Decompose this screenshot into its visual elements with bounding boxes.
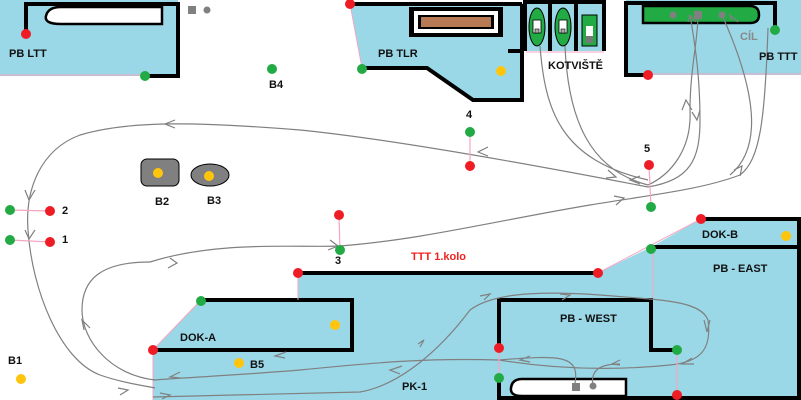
signal-stop[interactable] [643, 70, 653, 80]
area-label-cil: CÍL [740, 30, 758, 43]
area-label-dok-a: DOK-A [180, 332, 216, 344]
buoy-b3-icon[interactable] [204, 171, 214, 181]
area-label-pb-east: PB - EAST [713, 263, 768, 275]
gate-3-line [338, 214, 341, 251]
boat-1[interactable] [528, 7, 546, 47]
area-boundary [349, 3, 363, 69]
signal-stop[interactable] [672, 390, 682, 400]
route-title: TTT 1.kolo [411, 251, 466, 263]
gray-dot-icon [203, 6, 211, 14]
gray-square-icon [572, 383, 580, 391]
area-label-pk-1: PK-1 [402, 381, 427, 393]
gate-1-line [9, 239, 51, 243]
area-label-kotviste: KOTVIŠTĚ [548, 59, 603, 72]
gate-1-stop[interactable] [45, 237, 55, 247]
pier-wall [362, 4, 524, 102]
signal-stop[interactable] [345, 0, 355, 9]
pier-slip [509, 377, 628, 398]
pier-wall [24, 2, 180, 78]
gate-label-4: 4 [466, 109, 473, 121]
signal-go[interactable] [140, 71, 150, 81]
area-label-pb-ttt: PB TTT [759, 51, 798, 63]
signal-go[interactable] [646, 244, 656, 254]
gray-dot-icon [669, 11, 677, 19]
buoy-label-b5: B5 [250, 359, 264, 371]
signal-stop[interactable] [21, 29, 31, 39]
signal-stop[interactable] [293, 268, 303, 278]
boat-3[interactable] [581, 14, 598, 47]
gate-2-stop[interactable] [45, 206, 55, 216]
gate-label-2: 2 [62, 205, 68, 217]
buoys [16, 66, 791, 384]
gate-label-5: 5 [644, 143, 650, 155]
signals [5, 0, 780, 400]
gate-5-stop[interactable] [644, 160, 654, 170]
signal-stop[interactable] [494, 343, 504, 353]
signal-go[interactable] [494, 373, 504, 383]
pier-slip [44, 5, 164, 26]
gate-5-go[interactable] [646, 202, 656, 212]
area-boundary [152, 299, 202, 351]
buoy-label-b3: B3 [207, 195, 221, 207]
gate-label-1: 1 [62, 234, 68, 246]
gray-square-icon [188, 6, 196, 14]
buoy-tlr-icon[interactable] [496, 66, 506, 76]
buoy-b5-icon[interactable] [234, 358, 244, 368]
signal-go[interactable] [357, 64, 367, 74]
gate-2-go[interactable] [5, 205, 15, 215]
gate-label-3: 3 [335, 255, 341, 267]
area-label-dok-b: DOK-B [702, 229, 738, 241]
buoy-label-b1: B1 [8, 355, 22, 367]
area-label-pb-tlr: PB TLR [378, 48, 418, 60]
route-arrows [24, 13, 743, 400]
area-south-harbor [153, 219, 801, 400]
pier-wall [624, 1, 777, 77]
signal-stop[interactable] [593, 268, 603, 278]
building-roof [421, 17, 491, 27]
buoy-label-b4: B4 [269, 79, 284, 91]
signal-go[interactable] [196, 296, 206, 306]
buoy-b2-icon[interactable] [153, 168, 163, 178]
signal-stop[interactable] [148, 345, 158, 355]
gate-1-go[interactable] [5, 235, 15, 245]
gate-5-line [648, 164, 652, 208]
gate-2-line [9, 209, 51, 212]
pier-wall [153, 298, 354, 352]
signal-stop[interactable] [696, 214, 706, 224]
signal-go[interactable] [770, 25, 780, 35]
signal-go[interactable] [672, 345, 682, 355]
signal-go[interactable] [267, 64, 277, 74]
gate-4-stop[interactable] [465, 161, 475, 171]
race-route [27, 14, 769, 398]
area-label-pb-west: PB - WEST [560, 313, 617, 325]
pier-wall [497, 298, 676, 352]
area-label-pb-ltt: PB LTT [9, 48, 47, 60]
buoy-label-b2: B2 [155, 196, 169, 208]
gate-3-go[interactable] [335, 245, 345, 255]
buoy-dok-a-icon[interactable] [330, 320, 340, 330]
gate-4-go[interactable] [465, 127, 475, 137]
gate-3-stop[interactable] [334, 210, 344, 220]
boat-2[interactable] [554, 7, 572, 47]
buoy-dok-b-icon[interactable] [781, 231, 791, 241]
buoy-b1-icon[interactable] [16, 374, 26, 384]
